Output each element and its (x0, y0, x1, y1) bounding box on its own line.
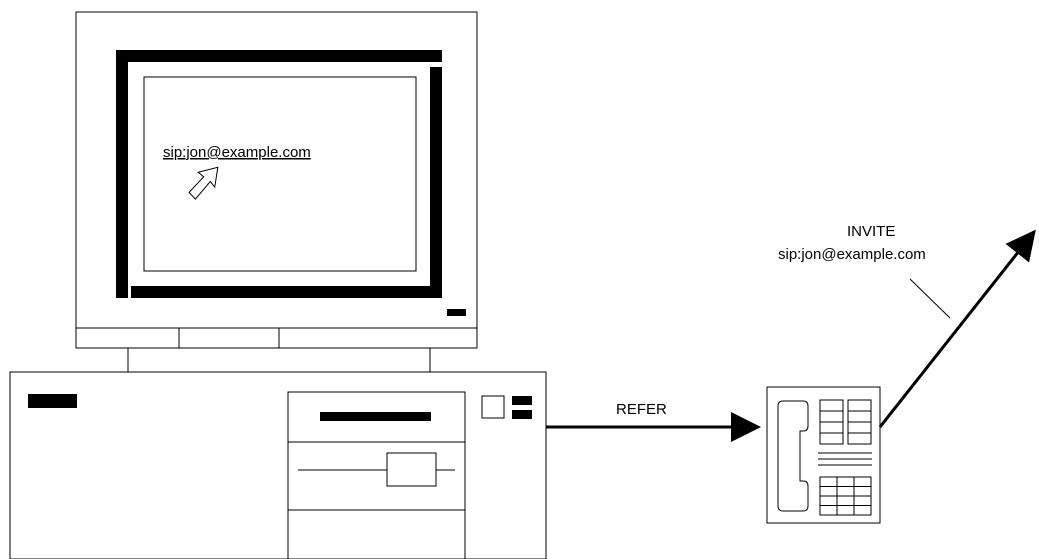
screen-sip-link: sip:jon@example.com (163, 144, 311, 161)
telephone-icon (766, 386, 881, 524)
invite-callout-line (909, 278, 951, 319)
invite-uri-label: sip:jon@example.com (778, 246, 926, 263)
desktop-tower-icon (9, 371, 547, 559)
invite-arrow (878, 229, 1036, 428)
invite-method-label: INVITE (847, 223, 895, 240)
refer-label: REFER (616, 401, 667, 418)
computer-monitor-icon (75, 11, 478, 372)
pointer-cursor-icon (188, 166, 219, 200)
